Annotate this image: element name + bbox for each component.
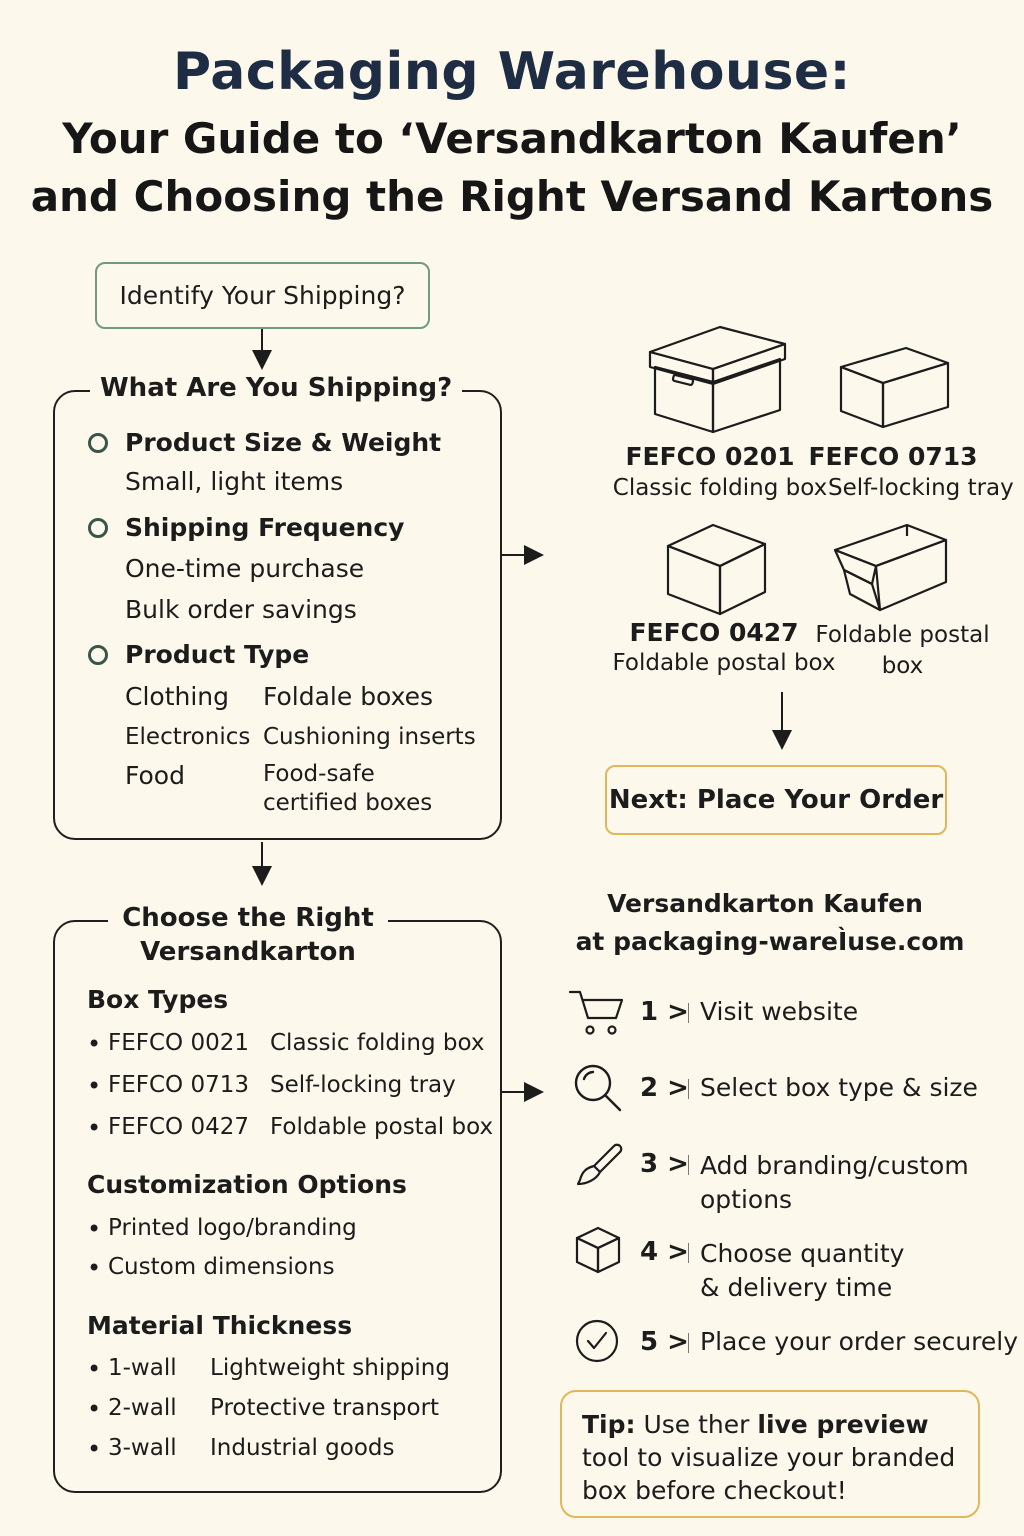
size-heading: Product Size & Weight xyxy=(125,428,442,457)
material-use-2: Protective transport xyxy=(210,1395,440,1421)
step-2-number: 2 > xyxy=(640,1073,689,1103)
place-order-button[interactable]: Next: Place Your Order xyxy=(605,765,947,835)
frequency-bullet-icon xyxy=(88,518,108,538)
step-3-number: 3 > xyxy=(640,1149,689,1179)
material-wall-2: 2-wall xyxy=(108,1395,177,1421)
gallery-desc-1: Classic folding box xyxy=(612,475,828,501)
tip-emphasis: live preview xyxy=(757,1410,929,1439)
gallery-desc-3: Foldable postal box xyxy=(612,650,836,676)
box-types-heading: Box Types xyxy=(87,985,229,1014)
material-wall-3: 3-wall xyxy=(108,1435,177,1461)
box-icon xyxy=(575,1226,621,1274)
step-separator xyxy=(688,1003,689,1023)
page-title: Packaging Warehouse: xyxy=(173,42,851,102)
order-title-line1: Versandkarton Kaufen xyxy=(607,889,923,918)
bullet: • xyxy=(87,1030,102,1058)
bullet: • xyxy=(87,1215,102,1243)
choose-panel-title-line1: Choose the Right xyxy=(122,903,374,933)
box-type-code-3: FEFCO 0427 xyxy=(108,1114,249,1140)
step-4-link[interactable]: Choose quantity & delivery time xyxy=(700,1239,905,1302)
place-order-label: Next: Place Your Order xyxy=(608,785,944,815)
check-circle-icon xyxy=(575,1319,619,1363)
bullet: • xyxy=(87,1355,102,1383)
cube-box-icon xyxy=(666,523,767,616)
step-5-link[interactable]: Place your order securely xyxy=(700,1327,1019,1356)
search-icon xyxy=(574,1064,622,1112)
choose-panel-title: Choose the Right Versandkarton xyxy=(108,901,388,969)
page-subtitle-line2: and Choosing the Right Versand Kartons xyxy=(30,172,994,221)
step-separator xyxy=(688,1333,689,1353)
step-4-number: 4 > xyxy=(640,1237,689,1267)
box-type-desc-3: Foldable postal box xyxy=(270,1114,494,1140)
material-heading: Material Thickness xyxy=(87,1311,353,1340)
step-3-link[interactable]: Add branding/custom options xyxy=(700,1151,969,1214)
gallery-code-1: FEFCO 0201 xyxy=(625,442,795,471)
material-use-3: Industrial goods xyxy=(210,1435,395,1461)
bullet: • xyxy=(87,1114,102,1142)
gallery-code-3: FEFCO 0427 xyxy=(629,618,799,647)
closed-box-icon xyxy=(839,346,950,429)
lidded-box-icon xyxy=(648,325,787,434)
type-product-clothing: Clothing xyxy=(125,682,230,711)
custom-item-1: Printed logo/branding xyxy=(108,1215,357,1241)
box-type-code-1: FEFCO 0021 xyxy=(108,1030,249,1056)
tip-text-post: tool to visualize your branded box befor… xyxy=(582,1443,956,1505)
frequency-heading: Shipping Frequency xyxy=(125,513,405,542)
gallery-desc-2: Self-locking tray xyxy=(828,475,1014,501)
type-box-clothing: Foldale boxes xyxy=(263,682,434,711)
open-box-icon xyxy=(833,523,948,612)
type-bullet-icon xyxy=(88,645,108,665)
type-product-electronics: Electronics xyxy=(125,724,251,750)
box-type-desc-1: Classic folding box xyxy=(270,1030,485,1056)
tip-label: Tip: xyxy=(582,1410,636,1439)
bullet: • xyxy=(87,1435,102,1463)
bullet: • xyxy=(87,1072,102,1100)
page-subtitle-line1: Your Guide to ‘Versandkarton Kaufen’ xyxy=(62,114,962,163)
material-wall-1: 1-wall xyxy=(108,1355,177,1381)
frequency-value-1: One-time purchase xyxy=(125,554,365,583)
gallery-desc-4: Foldable postal box xyxy=(815,622,990,679)
type-product-food: Food xyxy=(125,761,185,790)
identify-shipping-label: Identify Your Shipping? xyxy=(119,281,406,310)
tip-box: Tip: Use ther live preview tool to visua… xyxy=(560,1390,980,1518)
step-5-number: 5 > xyxy=(640,1327,689,1357)
box-type-desc-2: Self-locking tray xyxy=(270,1072,456,1098)
gallery-code-2: FEFCO 0713 xyxy=(808,442,978,471)
customization-heading: Customization Options xyxy=(87,1170,407,1199)
brush-icon xyxy=(576,1143,623,1186)
choose-panel-title-line2: Versandkarton xyxy=(140,937,356,967)
order-title-line2: at packaging-wareÌuse.com xyxy=(575,927,965,956)
step-separator xyxy=(688,1155,689,1175)
tip-text-pre: Use ther xyxy=(635,1410,758,1439)
cart-icon xyxy=(568,990,624,1035)
step-2-link[interactable]: Select box type & size xyxy=(700,1073,978,1102)
box-type-code-2: FEFCO 0713 xyxy=(108,1072,249,1098)
bullet: • xyxy=(87,1254,102,1282)
size-bullet-icon xyxy=(88,433,108,453)
identify-shipping-button[interactable]: Identify Your Shipping? xyxy=(95,262,430,329)
custom-item-2: Custom dimensions xyxy=(108,1254,335,1280)
frequency-value-2: Bulk order savings xyxy=(125,595,357,624)
type-box-food: Food-safe certified boxes xyxy=(263,761,433,816)
bullet: • xyxy=(87,1395,102,1423)
shipping-panel-title: What Are You Shipping? xyxy=(90,373,463,403)
type-heading: Product Type xyxy=(125,640,310,669)
type-box-electronics: Cushioning inserts xyxy=(263,724,476,750)
step-separator xyxy=(688,1243,689,1263)
step-1-number: 1 > xyxy=(640,997,689,1027)
step-1-link[interactable]: Visit website xyxy=(700,997,859,1026)
material-use-1: Lightweight shipping xyxy=(210,1355,450,1381)
step-separator xyxy=(688,1079,689,1099)
size-value: Small, light items xyxy=(125,467,344,496)
